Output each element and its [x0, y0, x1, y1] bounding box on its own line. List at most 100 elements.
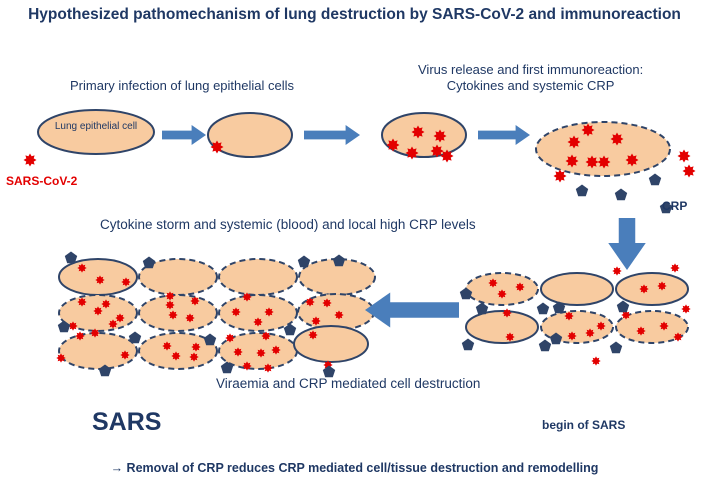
- virus-icon: [610, 132, 624, 146]
- virus-icon: [90, 328, 100, 338]
- caption-virus-release-line1: Virus release and first immunoreaction:: [418, 62, 644, 77]
- virus-icon: [115, 313, 125, 323]
- lung-epithelial-cell: [58, 258, 138, 296]
- virus-icon: [581, 123, 595, 137]
- caption-viraemia: Viraemia and CRP mediated cell destructi…: [216, 376, 481, 391]
- conclusion-text: → Removal of CRP reduces CRP mediated ce…: [110, 461, 599, 475]
- lung-epithelial-cell: [615, 310, 689, 344]
- virus-icon: [405, 146, 419, 160]
- lung-epithelial-cell: [535, 121, 671, 177]
- virus-icon: [322, 298, 332, 308]
- virus-icon: [636, 326, 646, 336]
- crp-icon: [142, 256, 156, 269]
- virus-icon: [596, 321, 606, 331]
- caption-cytokine-storm: Cytokine storm and systemic (blood) and …: [100, 217, 476, 232]
- virus-icon: [93, 306, 103, 316]
- crp-icon: [614, 188, 628, 201]
- crp-icon: [609, 341, 623, 354]
- virus-icon: [253, 317, 263, 327]
- virus-icon: [77, 297, 87, 307]
- crp-icon: [648, 173, 662, 186]
- virus-icon: [56, 353, 66, 363]
- arrow-icon: [478, 125, 530, 145]
- virus-icon: [597, 155, 611, 169]
- virus-icon: [305, 297, 315, 307]
- virus-icon: [165, 291, 175, 301]
- lung-epithelial-cell: [58, 332, 138, 370]
- virus-icon: [75, 331, 85, 341]
- virus-icon: [308, 330, 318, 340]
- virus-icon: [411, 125, 425, 139]
- lung-epithelial-cell: [218, 294, 298, 332]
- virus-icon: [639, 284, 649, 294]
- virus-icon: [77, 263, 87, 273]
- crp-icon: [128, 331, 142, 344]
- virus-icon: [210, 140, 224, 154]
- crp-icon: [616, 300, 630, 313]
- virus-icon: [433, 129, 447, 143]
- virus-icon: [565, 154, 579, 168]
- virus-icon: [673, 332, 683, 342]
- virus-icon: [189, 352, 199, 362]
- virus-icon: [681, 304, 691, 314]
- crp-icon: [575, 184, 589, 197]
- virus-icon: [553, 169, 567, 183]
- virus-icon: [625, 153, 639, 167]
- arrows-layer: [162, 125, 646, 328]
- crp-label: CRP: [662, 199, 688, 213]
- virus-icon: [171, 351, 181, 361]
- lung-epithelial-cell: [615, 272, 689, 306]
- lung-epithelial-cell: [37, 109, 155, 155]
- lung-epithelial-cell: [381, 112, 467, 158]
- sars-label: SARS: [92, 408, 162, 436]
- diagram-title: Hypothesized pathomechanism of lung dest…: [28, 6, 681, 23]
- lung-epithelial-cell: [207, 112, 293, 158]
- cell-label: Lung epithelial cell: [54, 121, 138, 132]
- crp-icon: [203, 333, 217, 346]
- virus-icon: [567, 331, 577, 341]
- lung-epithelial-cell: [540, 272, 614, 306]
- virus-icon: [564, 311, 574, 321]
- arrow-icon: [365, 292, 459, 328]
- virus-label: SARS-CoV-2: [6, 174, 78, 188]
- virus-icon: [168, 310, 178, 320]
- virus-icon: [101, 299, 111, 309]
- crp-icon: [536, 302, 550, 315]
- arrow-icon: [304, 125, 360, 145]
- virus-icon: [185, 313, 195, 323]
- virus-icon: [256, 348, 266, 358]
- virus-icon: [612, 266, 622, 276]
- virus-icon: [515, 282, 525, 292]
- virus-icon: [567, 135, 581, 149]
- virus-icon: [334, 310, 344, 320]
- virus-icon: [190, 296, 200, 306]
- crp-icon: [475, 302, 489, 315]
- virus-icon: [242, 361, 252, 371]
- virus-icon: [95, 275, 105, 285]
- crp-icon: [461, 338, 475, 351]
- virus-icon: [271, 345, 281, 355]
- arrow-icon: [608, 218, 646, 270]
- virus-icon: [505, 332, 515, 342]
- crp-icon: [297, 255, 311, 268]
- crp-icon: [538, 339, 552, 352]
- lung-epithelial-cell: [138, 258, 218, 296]
- virus-icon: [502, 308, 512, 318]
- virus-icon: [440, 149, 454, 163]
- virus-icon: [233, 347, 243, 357]
- lung-epithelial-cell: [138, 294, 218, 332]
- virus-icon: [585, 155, 599, 169]
- cells-layer: [37, 109, 689, 370]
- lung-epithelial-cell: [465, 310, 539, 344]
- virus-icon: [311, 316, 321, 326]
- virus-icon: [242, 292, 252, 302]
- virus-icon: [386, 138, 400, 152]
- virus-icon: [677, 149, 691, 163]
- crp-icon: [64, 251, 78, 264]
- virus-icon: [670, 263, 680, 273]
- virus-icon: [120, 350, 130, 360]
- caption-primary-infection: Primary infection of lung epithelial cel…: [70, 78, 294, 93]
- virus-icon: [264, 307, 274, 317]
- virus-icon: [585, 328, 595, 338]
- begin-sars-label: begin of SARS: [542, 418, 626, 432]
